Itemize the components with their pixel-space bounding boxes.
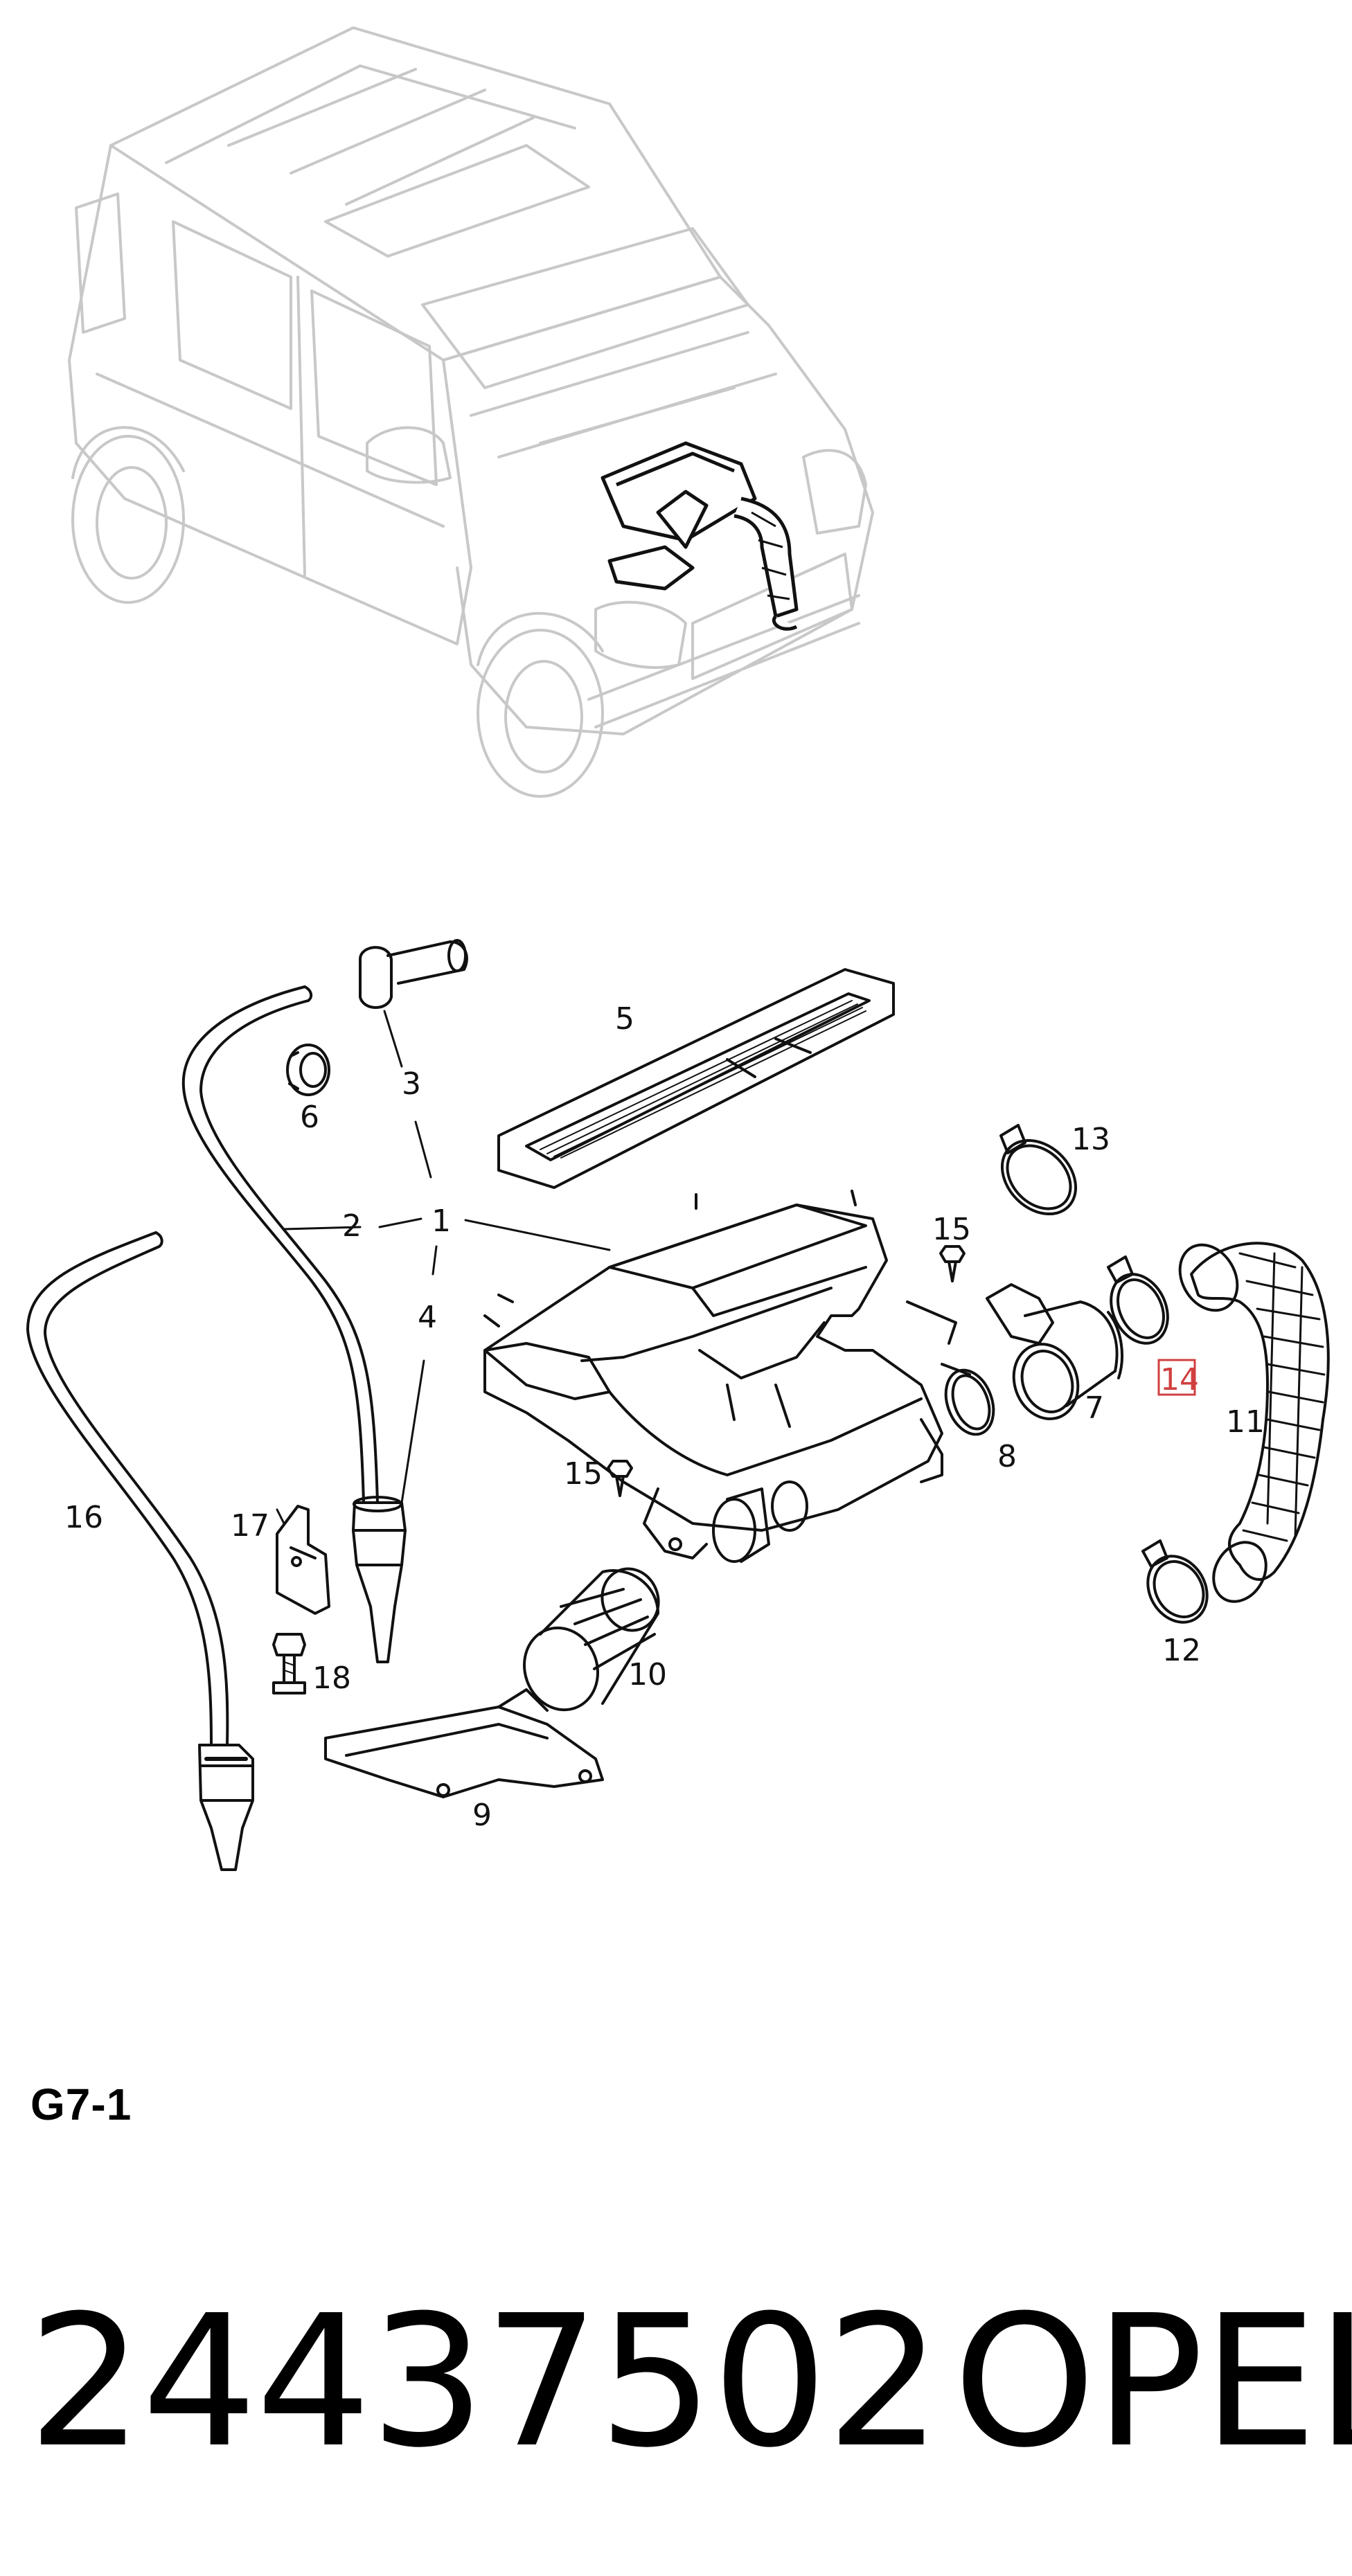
part-12-clamp [1141, 1539, 1209, 1624]
part-3-fitting [359, 939, 468, 1009]
part-7-mass-air-sensor [986, 1283, 1123, 1420]
callout-9: 9 [472, 1798, 492, 1833]
part-10-bellows [523, 1567, 660, 1712]
callout-5: 5 [615, 1001, 634, 1037]
part-9-bracket-plate [324, 1688, 604, 1798]
leader-lines [276, 1010, 611, 1525]
part-15-screw-a [939, 1245, 966, 1282]
part-18-bolt [272, 1633, 306, 1694]
brand-name: OPEL [953, 2276, 1352, 2487]
callout-11: 11 [1226, 1404, 1265, 1440]
callout-13: 13 [1071, 1122, 1110, 1157]
part-number: 24437502 [28, 2276, 942, 2487]
footer: 24437502 OPEL [28, 2276, 1352, 2487]
callout-15-lower: 15 [564, 1456, 603, 1492]
callout-14: 14 [1160, 1362, 1199, 1397]
callout-17: 17 [231, 1508, 269, 1544]
callout-15-upper: 15 [932, 1212, 971, 1247]
part-8-o-ring [944, 1368, 995, 1436]
part-11-intake-duct [1178, 1242, 1330, 1603]
callout-16: 16 [64, 1500, 103, 1535]
part-13-clamp [999, 1124, 1078, 1216]
callout-3: 3 [402, 1066, 421, 1102]
callout-7: 7 [1085, 1390, 1104, 1426]
part-4-connector [352, 1496, 407, 1663]
callout-4: 4 [418, 1300, 437, 1335]
callout-2: 2 [342, 1208, 362, 1244]
engine-airbox-highlight [601, 441, 799, 631]
callout-labels: 1 2 3 4 5 6 7 8 9 10 11 12 13 14 15 15 1… [64, 1001, 1265, 1833]
part-1-airbox [483, 1190, 971, 1563]
callout-6: 6 [300, 1100, 319, 1135]
exploded-parts [26, 939, 1330, 1871]
callout-1: 1 [432, 1204, 451, 1239]
part-15-screw-b [607, 1460, 633, 1497]
callout-8: 8 [997, 1439, 1017, 1474]
part-16-hose [26, 1231, 254, 1871]
vehicle-illustration [68, 26, 874, 798]
part-2-hose [181, 985, 379, 1504]
callout-18: 18 [312, 1661, 351, 1696]
callout-10: 10 [628, 1657, 667, 1692]
callout-14-highlight-box [1157, 1359, 1196, 1396]
section-code: G7-1 [30, 2079, 132, 2129]
part-5-air-filter [497, 968, 895, 1189]
part-17-bracket [276, 1505, 330, 1615]
part-6-grommet [286, 1044, 330, 1096]
part-14-ring [1107, 1255, 1169, 1345]
callout-12: 12 [1162, 1633, 1201, 1668]
